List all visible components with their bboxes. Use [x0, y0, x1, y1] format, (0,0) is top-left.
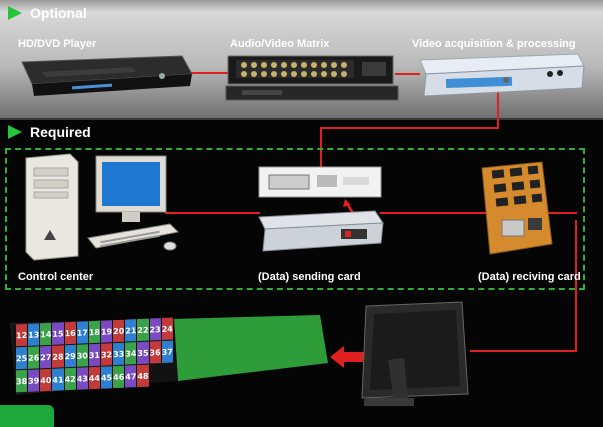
led-number-cell: 16: [64, 321, 76, 345]
led-number-cell: 13: [28, 323, 40, 346]
led-number-cell: 14: [40, 322, 52, 346]
arrow-to-led: [330, 346, 364, 368]
matrix-icon: [225, 55, 399, 101]
led-number-cell: 42: [64, 367, 76, 391]
required-title: Required: [30, 124, 91, 140]
led-number-cell: 46: [113, 365, 125, 389]
led-number-cell: 27: [40, 345, 52, 369]
green-triangle-icon: [8, 125, 22, 139]
green-triangle-icon: [8, 6, 22, 20]
wire-control-sending: [165, 212, 260, 214]
led-number-cell: 23: [149, 318, 161, 341]
wire-dvd-matrix: [190, 72, 235, 74]
wire-matrix-acq: [395, 73, 420, 75]
led-number-cell: 33: [113, 342, 125, 366]
led-number-cell: 44: [88, 366, 100, 390]
receiving-card-device: [478, 160, 556, 258]
led-number-cell: 31: [88, 343, 100, 367]
led-number-cell: 20: [113, 319, 125, 343]
dvd-player-icon: [21, 55, 193, 96]
control-center-device: [20, 152, 185, 264]
led-number-cell: 38: [16, 369, 28, 393]
band-shadow: [0, 118, 603, 126]
sending-card-icon: [258, 166, 384, 252]
receiving-card-label: (Data) reciving card: [478, 271, 581, 283]
control-center-label: Control center: [18, 271, 94, 283]
monitor-icon: [361, 301, 469, 406]
led-number-cell: 47: [125, 365, 137, 388]
wire-acq-down: [497, 92, 499, 128]
led-number-cell: 40: [40, 368, 52, 392]
led-number-cell: 26: [28, 346, 40, 369]
led-number-cell: 36: [149, 341, 161, 364]
corner-badge: [0, 405, 54, 427]
led-number-cell: 21: [125, 319, 137, 342]
led-number-cell: 18: [88, 320, 100, 344]
wire-acq-horizontal: [320, 127, 499, 129]
led-number-cell: 37: [161, 340, 173, 364]
wire-receiving-right: [548, 212, 577, 214]
acquisition-label: Video acquisition & processing: [412, 38, 576, 50]
optional-title: Optional: [30, 5, 87, 21]
wire-receiving-down: [575, 220, 577, 352]
dvd-player-device: [12, 52, 194, 102]
led-number-cell: 41: [52, 368, 64, 391]
led-number-cell: 45: [100, 366, 113, 389]
wire-sending-receiving: [380, 212, 490, 214]
optional-header: Optional: [8, 5, 87, 21]
led-number-cell: 29: [64, 344, 76, 368]
led-number-cell: 22: [137, 318, 149, 342]
led-number-cell: 19: [100, 320, 113, 343]
matrix-label: Audio/Video Matrix: [230, 38, 330, 50]
matrix-device: [222, 52, 400, 104]
led-number-cell: 28: [52, 345, 64, 368]
led-number-cell: 32: [100, 343, 113, 366]
pc-icon: [25, 153, 180, 261]
led-number-cell: 17: [76, 321, 88, 344]
led-number-cell: 35: [137, 341, 149, 365]
acquisition-device: [416, 52, 586, 100]
sending-card-label: (Data) sending card: [258, 271, 361, 283]
receiving-card-icon: [481, 161, 553, 255]
monitor-device: [358, 300, 470, 412]
led-number-cell: 30: [76, 344, 88, 367]
red-left-arrow-icon: [330, 346, 364, 368]
led-number-cell: 24: [161, 317, 173, 341]
led-number-cell: 39: [28, 369, 40, 392]
led-number-cell: 25: [16, 346, 28, 370]
wire-to-display: [470, 350, 577, 352]
led-number-cell: 48: [137, 364, 149, 388]
wire-acq-sending: [320, 127, 322, 167]
led-number-cell: 34: [125, 342, 137, 365]
required-dashed-box: [5, 148, 585, 290]
led-number-cell: 12: [16, 323, 28, 347]
sending-card-device: [255, 165, 385, 255]
dvd-label: HD/DVD Player: [18, 38, 97, 50]
acquisition-icon: [419, 53, 585, 97]
led-number-cell: 15: [52, 322, 64, 345]
required-header: Required: [8, 124, 91, 140]
led-number-cell: 43: [76, 367, 88, 390]
